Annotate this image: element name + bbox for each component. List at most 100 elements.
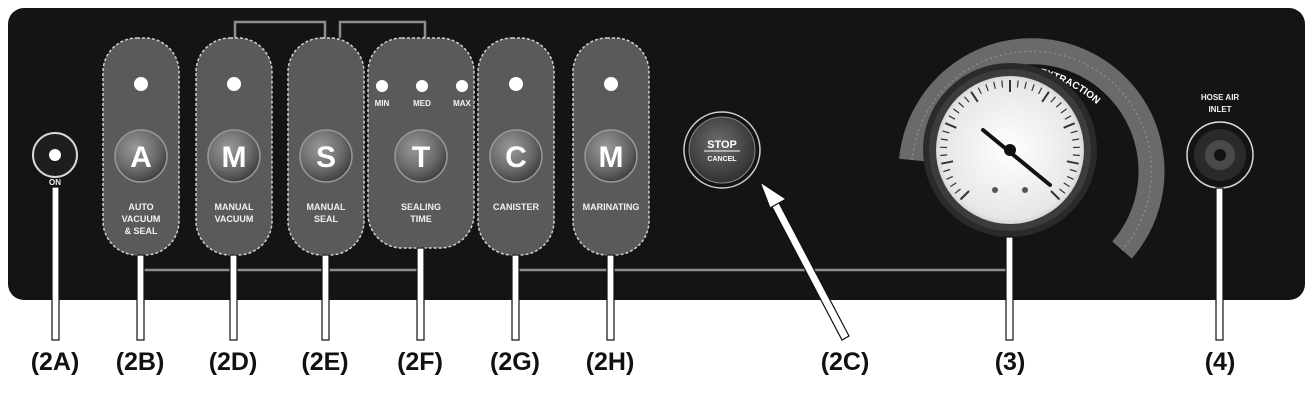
callout-2h: (2H) (586, 348, 635, 376)
sealing-time-caption-line-2: TIME (410, 214, 432, 224)
gauge-tick (1066, 175, 1074, 180)
manual-vacuum-caption-line-1: MANUAL (215, 202, 254, 212)
canister-caption: CANISTER (493, 202, 540, 212)
canister-control: C CANISTER (477, 37, 555, 256)
top-connection-lines (233, 20, 427, 38)
gauge-tick (943, 168, 951, 173)
callout-2a: (2A) (31, 348, 80, 376)
marinating-button[interactable] (584, 129, 638, 183)
gauge-tick (1072, 138, 1080, 141)
gauge-tick (940, 138, 948, 141)
gauge-tick (958, 102, 965, 108)
gauge-needle (981, 128, 1052, 187)
marinating-caption: MARINATING (583, 202, 640, 212)
canister-letter: C (505, 141, 527, 174)
stop-label: STOP (707, 139, 737, 151)
gauge-tick (1031, 84, 1035, 92)
gauge-tick (993, 81, 996, 89)
cancel-label: CANCEL (707, 156, 737, 163)
callout-2e: (2E) (301, 348, 348, 376)
leader-lines (51, 186, 1224, 341)
leader-2d (229, 254, 238, 341)
leader-2c-arrowhead (758, 180, 788, 209)
hose-inlet-center (1214, 149, 1226, 161)
leader-2c-arrow (758, 180, 850, 341)
manual-vacuum-button[interactable] (207, 129, 261, 183)
gauge-tick (948, 115, 956, 120)
sealing-max-label: MAX (453, 99, 471, 108)
manual-seal-caption-line-2: SEAL (314, 214, 339, 224)
gauge-tick (1001, 80, 1004, 88)
canister-button[interactable] (489, 129, 543, 183)
gauge-tick (1072, 154, 1080, 157)
leader-3 (1005, 236, 1014, 341)
gauge-tick (1016, 80, 1019, 88)
gauge-tick (1066, 160, 1079, 165)
callout-4: (4) (1205, 348, 1236, 376)
leader-2h (606, 254, 615, 341)
gauge-tick (953, 108, 960, 114)
gauge-tick (1070, 130, 1078, 134)
hose-air-inlet-control: HOSE AIR INLET (1186, 93, 1254, 189)
callout-2f: (2F) (397, 348, 443, 376)
gauge-tick (1024, 81, 1027, 89)
auto-vacuum-seal-control: A AUTO VACUUM & SEAL (102, 37, 180, 256)
hose-label-line-2: INLET (1208, 105, 1231, 114)
on-indicator-light (49, 149, 61, 161)
stop-cancel-button[interactable] (688, 116, 756, 184)
sealing-min-label: MIN (375, 99, 390, 108)
gauge-tick (1050, 96, 1056, 103)
manual-vacuum-caption-line-2: VACUUM (215, 214, 254, 224)
leader-4 (1215, 187, 1224, 341)
auto-indicator-light (134, 77, 148, 91)
gauge-tick (970, 91, 979, 103)
marinating-letter: M (599, 141, 624, 174)
gauge-hub-dot-left (992, 187, 998, 193)
gauge-tick (1063, 182, 1071, 188)
marinating-indicator-light (604, 77, 618, 91)
sealing-time-control: MIN MED MAX T SEALING TIME (367, 37, 475, 249)
gauge-ticks (940, 80, 1080, 201)
canister-indicator-light (509, 77, 523, 91)
auto-caption-line-3: & SEAL (124, 226, 158, 236)
sealing-med-label: MED (413, 99, 431, 108)
gauge-tick (940, 154, 948, 157)
gauge-hub-dot-right (1022, 187, 1028, 193)
manual-vacuum-control: M MANUAL VACUUM (195, 37, 273, 256)
sealing-time-button[interactable] (394, 129, 448, 183)
gauge-tick (1069, 168, 1077, 173)
stop-cancel-control: STOP CANCEL (683, 111, 761, 189)
gauge-needle-hub (1004, 144, 1016, 156)
gauge-tick (1063, 122, 1076, 129)
leader-2g (511, 254, 520, 341)
hose-label-line-1: HOSE AIR (1201, 93, 1240, 102)
gauge-tick (977, 87, 982, 95)
gauge-tick (954, 188, 961, 194)
gauge-tick (941, 160, 954, 165)
gauge-tick (1064, 115, 1072, 120)
manual-seal-caption-line-1: MANUAL (307, 202, 346, 212)
marinating-control: M MARINATING (572, 37, 650, 256)
manual-vacuum-indicator-light (227, 77, 241, 91)
callout-3: (3) (995, 348, 1026, 376)
on-label: ON (49, 178, 61, 187)
auto-caption-line-1: AUTO (128, 202, 153, 212)
gauge-tick (1060, 108, 1067, 114)
air-extraction-band-edge (911, 50, 1153, 251)
gauge-tick (964, 96, 970, 103)
sealing-time-letter: T (412, 141, 430, 174)
callout-2g: (2G) (490, 348, 540, 376)
gauge-tick (944, 122, 957, 129)
leader-2a (51, 186, 60, 341)
manual-seal-letter: S (316, 141, 336, 174)
leader-2e (321, 254, 330, 341)
auto-caption-line-2: VACUUM (122, 214, 161, 224)
gauge-tick (1038, 87, 1043, 95)
callout-2b: (2B) (116, 348, 165, 376)
manual-seal-button[interactable] (299, 129, 353, 183)
auto-vacuum-seal-button[interactable] (114, 129, 168, 183)
callout-2c: (2C) (821, 348, 870, 376)
gauge-tick (946, 175, 954, 180)
sealing-max-light (456, 80, 468, 92)
